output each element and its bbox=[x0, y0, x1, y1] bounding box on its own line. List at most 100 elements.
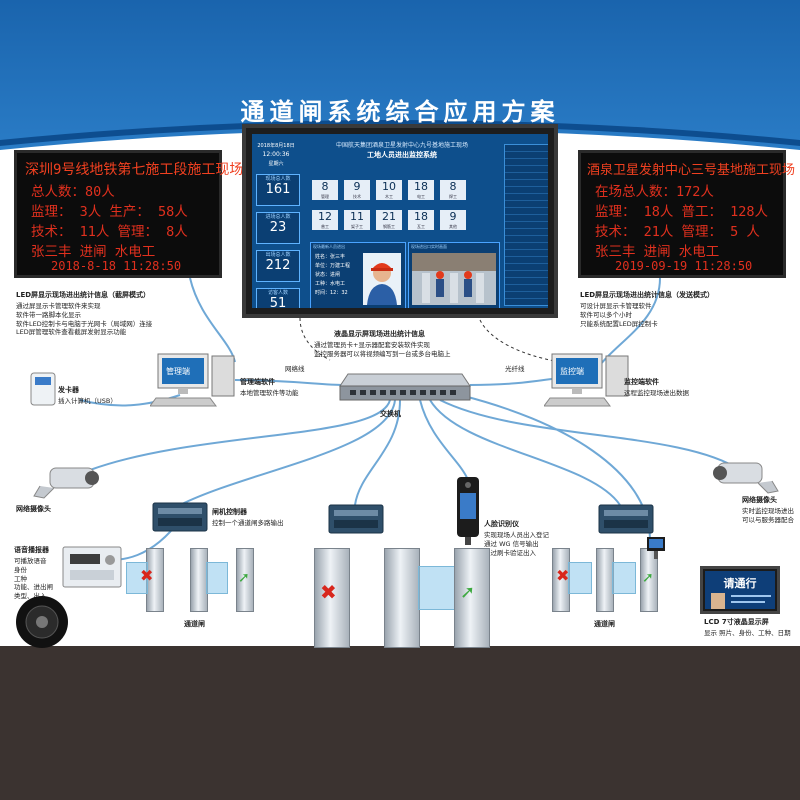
led-right-row2: 技术： 21人 管理： 5 人 bbox=[595, 224, 760, 240]
voice-desc-1: 可播放语音 bbox=[14, 557, 47, 565]
cable-ctrl-left bbox=[179, 399, 396, 506]
center-desc: 通过管理员卡+显示器配套安装软件实现 监控服务器可以将视频编写到一台或多台电脑上 bbox=[314, 341, 451, 359]
led-left-row2: 技术： 11人 管理： 8人 bbox=[31, 224, 188, 240]
led-right-desc-3: 只能系统配置LED屏控制卡 bbox=[580, 319, 658, 328]
entry-status: 状态：进闸 bbox=[315, 272, 341, 278]
entry-name: 姓名：张三丰 bbox=[315, 254, 346, 260]
entry-trade: 工种：水电工 bbox=[315, 281, 346, 287]
face-terminal-label: 人脸识别仪 bbox=[484, 520, 519, 528]
monitoring-pc bbox=[544, 353, 629, 407]
tile-1-label: 管理 bbox=[321, 194, 329, 199]
led-right-desc: 可设计屏显示卡管理软件 软件可以多个小时 只能系统配置LED屏控制卡 bbox=[580, 302, 658, 328]
tile-1-num: 8 bbox=[321, 180, 329, 193]
card-issuer-label: 发卡器 bbox=[58, 386, 79, 394]
cable-cam-right bbox=[439, 399, 741, 471]
led-left-desc: 通过屏显示卡管理软件来实现 软件带一路脚本化显示 软件LED控制卡与电脑于光网卡… bbox=[16, 302, 152, 337]
controller-label: 闸机控制器 bbox=[212, 508, 247, 516]
camera-right-label: 网络摄像头 bbox=[742, 496, 777, 504]
card-issuer-device bbox=[30, 372, 56, 406]
voice-box-label: 语音播报器 bbox=[14, 546, 49, 554]
camera-right-desc: 实时监控现场进出 可以与服务器配合 bbox=[742, 507, 794, 525]
led-left-row1: 监理： 3人 生产： 58人 bbox=[31, 204, 188, 220]
cable-led-left bbox=[189, 277, 236, 363]
face-terminal-desc: 实现现场人员出入登记 通过 WG 信号输出 通过刷卡验证出入 bbox=[484, 531, 549, 557]
tile-8-label: 钢筋工 bbox=[383, 224, 395, 229]
worker-photo bbox=[363, 253, 401, 305]
entry-time: 时间：12：32 bbox=[315, 290, 348, 296]
face-desc-2: 通过 WG 信号输出 bbox=[484, 539, 539, 548]
camera-left-label: 网络摄像头 bbox=[16, 505, 51, 513]
network-switch bbox=[339, 373, 471, 401]
center-gate-flap bbox=[418, 566, 456, 610]
voice-desc-2: 身份 bbox=[14, 565, 27, 574]
lcd-info-line bbox=[731, 601, 765, 603]
management-pc bbox=[150, 353, 235, 407]
entry-company: 单位：万建工程 bbox=[315, 263, 351, 269]
tile-9-num: 18 bbox=[414, 210, 428, 223]
led-right-row3: 张三丰 进闸 水电工 bbox=[595, 244, 720, 260]
gate-left-flap-1 bbox=[126, 562, 148, 594]
lcd-pass-text: 请通行 bbox=[723, 577, 757, 590]
tile-2-label: 技术 bbox=[353, 194, 361, 199]
stat-out-label: 出场总人数 bbox=[265, 252, 291, 258]
tile-6-label: 普工 bbox=[321, 224, 329, 229]
led-right-caption: LED屏显示现场进出统计信息（发送模式） bbox=[580, 291, 715, 299]
led-left-desc-4: LED屏管理软件查看截屏发射显示功能 bbox=[16, 328, 127, 337]
lcd-display: 请通行 bbox=[700, 566, 780, 614]
stat-in-value: 23 bbox=[269, 220, 287, 235]
led-left-total: 总人数：80人 bbox=[31, 184, 115, 200]
gate-right-label: 通道闸 bbox=[594, 620, 615, 628]
monitor-time: 12:00:36 bbox=[262, 151, 290, 158]
center-allow-arrow-icon: ➚ bbox=[460, 582, 476, 603]
right-allow-arrow-icon: ➚ bbox=[642, 570, 654, 586]
cable-ctrl-mid bbox=[354, 399, 401, 506]
latest-entry-lines: 姓名：张三丰 单位：万建工程 状态：进闸 工种：水电工 时间：12：32 bbox=[315, 253, 350, 298]
records-list bbox=[504, 144, 548, 306]
camera-right-desc-1: 实时监控现场进出 bbox=[742, 507, 794, 515]
card-issuer-desc: 插入计算机（USB） bbox=[58, 397, 117, 405]
center-gate-post-right bbox=[454, 548, 490, 648]
center-gate-post-mid bbox=[384, 548, 420, 648]
monitoring-pc-screen-label: 监控端 bbox=[560, 367, 584, 376]
speaker-icon bbox=[16, 596, 68, 648]
mon-software-desc: 远程监控现场进出数据 bbox=[624, 389, 689, 397]
voice-desc-4: 功能、进出闸 bbox=[14, 583, 53, 592]
monitor-datetime: 2018年8月18日 12:00:36 星期六 bbox=[256, 142, 296, 167]
latest-entry-title: 现场最新人员进出 bbox=[313, 244, 345, 249]
gate-controller-right bbox=[598, 504, 654, 534]
stat-total-value: 161 bbox=[265, 182, 291, 197]
gate-camera-image bbox=[412, 253, 496, 305]
stat-total-label: 现场总人数 bbox=[265, 176, 291, 182]
led-right-desc-2: 软件可以多个小时 bbox=[580, 310, 632, 319]
lcd-photo-thumb bbox=[711, 593, 725, 609]
center-desc-1: 通过管理员卡+显示器配套安装软件实现 bbox=[314, 341, 430, 349]
led-left-row3: 张三丰 进闸 水电工 bbox=[31, 244, 156, 260]
led-right-site: 酒泉卫星发射中心三号基地施工现场 bbox=[587, 163, 796, 178]
fiber-label: 光纤线 bbox=[505, 365, 525, 373]
gate-controller-mid bbox=[328, 504, 384, 534]
tile-4-num: 18 bbox=[414, 180, 428, 193]
mgmt-software-label: 管理端软件 bbox=[240, 378, 275, 386]
center-desc-2: 监控服务器可以将视频编写到一台或多台电脑上 bbox=[314, 349, 451, 358]
gate-left-label: 通道闸 bbox=[184, 620, 205, 628]
voice-desc-5: 类型、出入 bbox=[14, 592, 47, 601]
gate-right-flap-1 bbox=[568, 562, 592, 594]
gate-left-flap-2 bbox=[206, 562, 228, 594]
lcd-display-screen: 请通行 bbox=[705, 571, 775, 609]
tile-7-num: 11 bbox=[350, 210, 364, 223]
live-view-panel: 现场进出口实时画面 bbox=[408, 242, 500, 308]
led-right-total: 在场总人数：172人 bbox=[595, 184, 714, 200]
stat-in-label: 进场总人数 bbox=[265, 214, 291, 220]
led-right-row1: 监理： 18人 普工： 128人 bbox=[595, 204, 769, 220]
led-left-desc-1: 通过屏显示卡管理软件来实现 bbox=[16, 302, 101, 310]
led-left-time: 2018-8-18 11:28:50 bbox=[51, 259, 182, 273]
stat-visitor-label: 访客人数 bbox=[267, 290, 288, 296]
face-desc-1: 实现现场人员出入登记 bbox=[484, 531, 549, 539]
